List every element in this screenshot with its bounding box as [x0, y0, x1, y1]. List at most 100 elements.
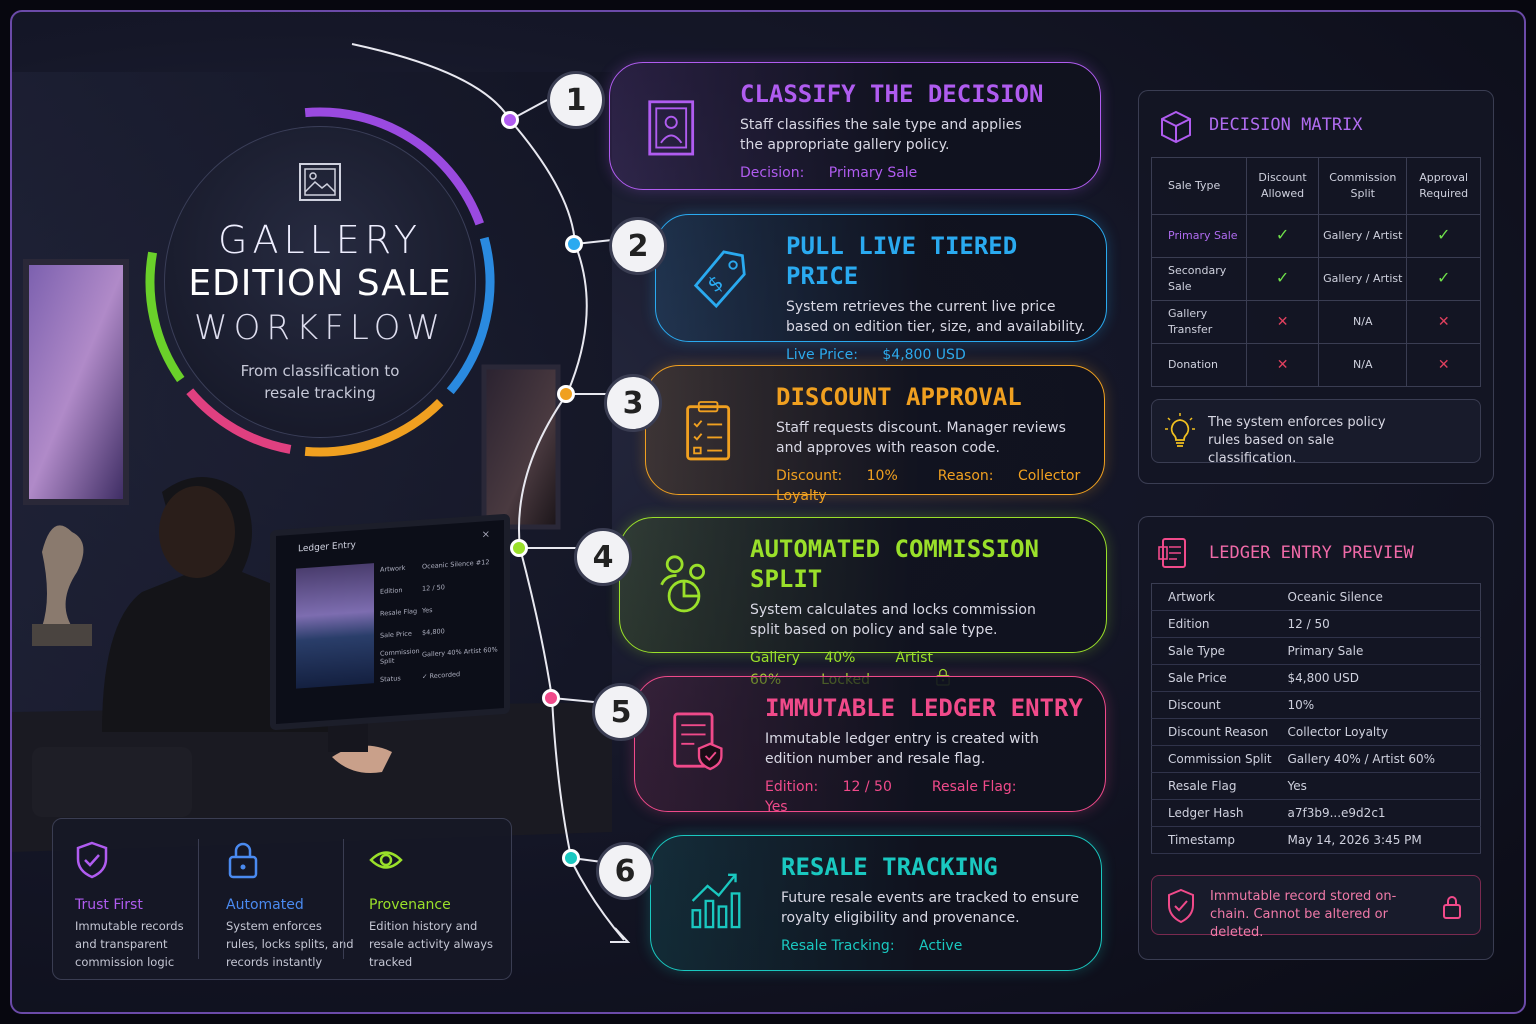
- step-connector-dot-4: [510, 539, 528, 557]
- step-card-3: DISCOUNT APPROVAL Staff requests discoun…: [645, 365, 1105, 504]
- feature-title: Trust First: [75, 897, 143, 913]
- matrix-row: Secondary Sale ✓ Gallery / Artist ✓: [1151, 257, 1481, 301]
- step-title: PULL LIVE TIERED PRICE: [786, 232, 1018, 290]
- step-meta-3-0: Discount: 10%: [776, 468, 898, 484]
- title-ring: [145, 107, 495, 457]
- price-tag-icon: $: [693, 250, 746, 309]
- step-card-1: CLASSIFY THE DECISION Staff classifies t…: [609, 62, 1101, 190]
- shield-check-icon: [1168, 888, 1194, 924]
- step-description: System calculates and locks commission s…: [750, 602, 1036, 638]
- title-line-2: EDITION SALE: [188, 263, 452, 304]
- step-title: RESALE TRACKING: [781, 853, 998, 881]
- ledger-label: Timestamp: [1151, 826, 1288, 854]
- ledger-label: Resale Flag: [1151, 772, 1288, 800]
- ledger-value: $4,800 USD: [1287, 664, 1481, 692]
- ledger-value: Collector Loyalty: [1287, 718, 1481, 746]
- step-description: Staff classifies the sale type and appli…: [740, 117, 1022, 153]
- title-line-3: WORKFLOW: [194, 308, 446, 348]
- eye-icon: [369, 851, 403, 869]
- ledger-label: Sale Type: [1151, 637, 1288, 665]
- ring-segment: [145, 251, 185, 383]
- ledger-document-icon: [1158, 538, 1186, 568]
- matrix-cell: N/A: [1318, 300, 1408, 344]
- ledger-title: LEDGER ENTRY PREVIEW: [1209, 543, 1414, 563]
- matrix-note: The system enforces policy rules based o…: [1151, 399, 1481, 466]
- ring-segment: [304, 399, 444, 457]
- ledger-value: Oceanic Silence: [1287, 583, 1481, 611]
- step-connector-dot-1: [501, 111, 519, 129]
- check-icon: ✓: [1275, 268, 1290, 287]
- step-title: DISCOUNT APPROVAL: [776, 383, 1022, 411]
- matrix-cell: Secondary Sale: [1151, 257, 1247, 301]
- ledger-value: 10%: [1287, 691, 1481, 719]
- step-card-6: RESALE TRACKING Future resale events are…: [650, 835, 1102, 971]
- ledger-note: Immutable record stored on-chain. Cannot…: [1151, 875, 1481, 940]
- ledger-label: Edition: [1151, 610, 1288, 638]
- title-subtitle: From classification to resale tracking: [240, 362, 400, 402]
- matrix-cell: Gallery Transfer: [1151, 300, 1247, 344]
- matrix-title: DECISION MATRIX: [1209, 115, 1363, 135]
- matrix-row: Donation✕N/A✕: [1151, 343, 1481, 387]
- staff-hand: [332, 745, 392, 773]
- ledger-value: Yes: [1287, 772, 1481, 800]
- step-card-5: IMMUTABLE LEDGER ENTRY Immutable ledger …: [634, 676, 1106, 815]
- ledger-row: Sale Price$4,800 USD: [1151, 664, 1481, 692]
- ledger-note-text: Immutable record stored on-chain. Cannot…: [1210, 889, 1397, 940]
- feature-description: Edition history and resale activity alwa…: [369, 919, 494, 969]
- step-number-2: 2: [609, 217, 667, 275]
- matrix-cell: N/A: [1318, 343, 1408, 387]
- matrix-row: Primary Sale✓Gallery / Artist✓: [1151, 214, 1481, 258]
- ring-segment: [304, 107, 484, 226]
- step-meta-4-0: Gallery 40%: [750, 650, 856, 666]
- staff-head: [159, 486, 235, 578]
- step-number-6: 6: [596, 842, 654, 900]
- wall-painting: [23, 259, 129, 505]
- feature-trust-first: Trust First Immutable records and transp…: [75, 841, 205, 971]
- ring-segment: [186, 388, 292, 454]
- step-meta: Decision: Primary Sale: [740, 163, 1080, 183]
- step-description: Immutable ledger entry is created with e…: [765, 731, 1039, 767]
- cross-icon: ✕: [1437, 313, 1450, 330]
- sculpture-base: [32, 624, 92, 646]
- feature-provenance: Provenance Edition history and resale ac…: [369, 841, 499, 971]
- svg-text:$: $: [703, 270, 728, 297]
- matrix-cell: Gallery / Artist: [1318, 257, 1408, 301]
- step-connector-dot-3: [557, 385, 575, 403]
- step-description: System retrieves the current live price …: [786, 299, 1086, 335]
- checklist-icon: [686, 401, 731, 461]
- features-panel: Trust First Immutable records and transp…: [52, 818, 512, 980]
- feature-title: Provenance: [369, 897, 451, 913]
- matrix-header: Approval Required: [1406, 157, 1481, 215]
- matrix-header: Sale Type: [1151, 157, 1247, 215]
- growth-chart-icon: [691, 873, 741, 929]
- feature-title: Automated: [226, 897, 304, 913]
- picture-frame-icon: [299, 163, 341, 201]
- step-meta-2-0: Live Price: $4,800 USD: [786, 347, 966, 363]
- step-connector-dot-6: [562, 849, 580, 867]
- step-meta: Resale Tracking: Active: [781, 936, 1081, 956]
- cube-icon: [1161, 110, 1191, 144]
- step-description: Staff requests discount. Manager reviews…: [776, 420, 1066, 456]
- ledger-value: May 14, 2026 3:45 PM: [1287, 826, 1481, 854]
- matrix-cell: Donation: [1151, 343, 1247, 387]
- matrix-cell: Gallery / Artist: [1318, 214, 1408, 258]
- check-icon: ✓: [1436, 268, 1451, 287]
- framed-portrait-icon: [648, 100, 695, 156]
- step-meta-5-1: Resale Flag: Yes: [765, 779, 1017, 815]
- step-number-1: 1: [547, 71, 605, 129]
- title-badge: GALLERY EDITION SALE WORKFLOW From class…: [164, 126, 476, 438]
